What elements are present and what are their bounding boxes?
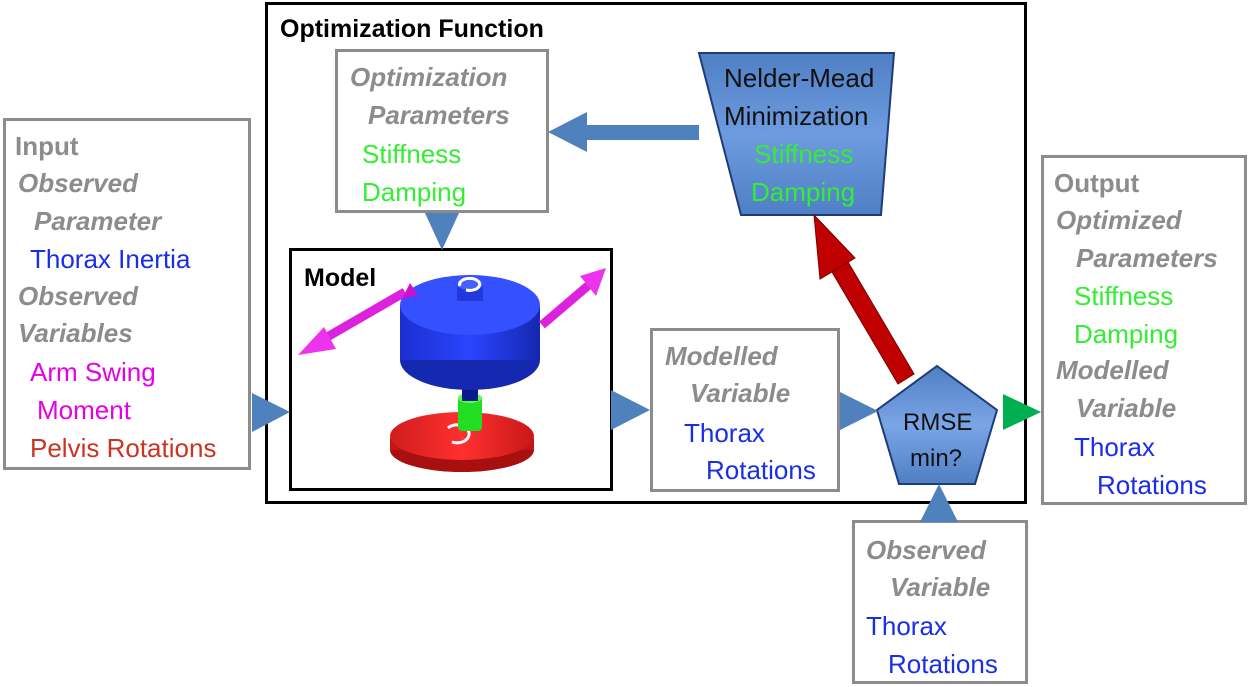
output-optimized-2: Parameters [1076, 243, 1218, 273]
nelder-mead-line1: Nelder-Mead [724, 63, 875, 93]
nelder-mead-stiffness: Stiffness [754, 139, 854, 169]
modelled-variable-rotations: Rotations [706, 455, 816, 485]
output-thorax: Thorax [1074, 432, 1155, 462]
arrow-rmse-to-output [1003, 394, 1041, 430]
optimization-parameters-stiffness: Stiffness [362, 139, 462, 169]
observed-variable-title-2: Variable [890, 572, 991, 602]
output-header: Output [1054, 168, 1140, 198]
rmse-line1: RMSE [903, 409, 973, 436]
arrow-params-to-model [425, 213, 459, 250]
modelled-variable-title-2: Variable [690, 378, 791, 408]
arrow-modelled-to-rmse [840, 392, 878, 430]
model-title: Model [304, 264, 377, 292]
input-box [3, 118, 251, 470]
input-observed-variables-1: Observed [18, 281, 138, 311]
output-stiffness: Stiffness [1074, 281, 1174, 311]
output-damping: Damping [1074, 319, 1179, 349]
input-observed-parameter-2: Parameter [34, 206, 162, 236]
optimization-parameters-title-2: Parameters [368, 100, 510, 130]
input-arm-swing-2: Moment [37, 395, 131, 425]
output-box [1041, 155, 1247, 505]
optimization-parameters-title-1: Optimization [350, 62, 508, 92]
arrow-input-to-model [252, 393, 290, 432]
output-modelled-2: Variable [1076, 393, 1177, 423]
modelled-variable-thorax: Thorax [684, 418, 765, 448]
output-rotations: Rotations [1097, 470, 1207, 500]
input-pelvis-rotations: Pelvis Rotations [30, 433, 217, 463]
optimization-function-title: Optimization Function [280, 15, 544, 43]
input-header: Input [15, 131, 79, 161]
observed-variable-box [852, 520, 1028, 684]
input-arm-swing-1: Arm Swing [30, 357, 156, 387]
arrow-nelder-to-params [548, 112, 699, 152]
input-observed-parameter-1: Observed [18, 168, 138, 198]
optimization-parameters-damping: Damping [362, 177, 467, 207]
rmse-pentagon [875, 364, 999, 485]
observed-variable-thorax: Thorax [866, 611, 947, 641]
rmse-line2: min? [910, 445, 963, 472]
nelder-mead-damping: Damping [751, 177, 856, 207]
modelled-variable-title-1: Modelled [665, 341, 778, 371]
observed-variable-title-1: Observed [866, 535, 986, 565]
optimization-parameters-box [335, 49, 549, 213]
modelled-variable-box [650, 328, 840, 492]
arrow-rmse-to-nelder [813, 213, 915, 385]
nelder-mead-trapezoid [697, 52, 896, 216]
arrow-model-to-modelled [611, 390, 650, 430]
nelder-mead-line2: Minimization [724, 101, 869, 131]
output-modelled-1: Modelled [1056, 355, 1169, 385]
input-observed-variables-2: Variables [18, 318, 133, 348]
input-thorax-inertia: Thorax Inertia [30, 244, 191, 274]
observed-variable-rotations: Rotations [888, 649, 998, 679]
output-optimized-1: Optimized [1056, 205, 1182, 235]
arrow-observed-to-rmse [920, 484, 958, 522]
model-illustration [298, 268, 606, 472]
